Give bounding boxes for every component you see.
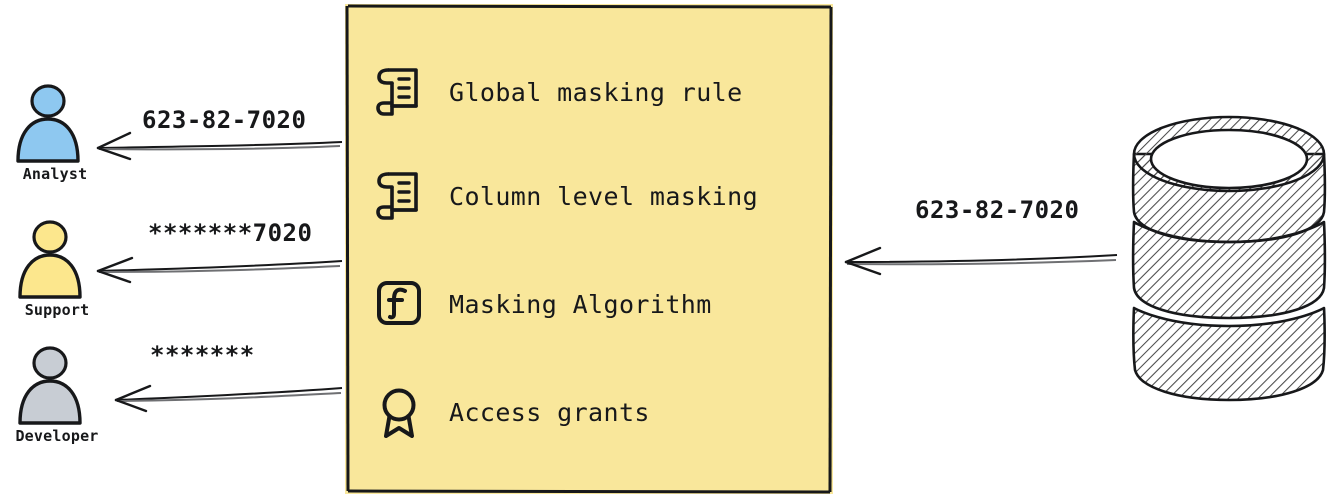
arrow-label-to-developer: ******* (150, 341, 255, 369)
arrow-to-support (96, 256, 343, 284)
arrow-from-database (844, 246, 1118, 276)
arrow-label-to-analyst: 623-82-7020 (142, 106, 307, 134)
policy-panel: Global masking rule Column level masking (345, 4, 833, 494)
award-icon (382, 388, 416, 438)
user-icon (18, 220, 82, 299)
policy-item-global-masking-rule[interactable]: Global masking rule (375, 62, 743, 122)
scroll-icon (376, 68, 418, 116)
actor-label: Support (24, 301, 90, 319)
actor-label: Analyst (22, 165, 88, 183)
actor-support[interactable]: Support (2, 218, 112, 319)
policy-item-label: Column level masking (449, 181, 759, 211)
database-icon (1131, 115, 1327, 402)
function-icon (377, 281, 421, 325)
actor-analyst[interactable]: Analyst (0, 82, 110, 183)
policy-item-label: Global masking rule (449, 77, 743, 107)
arrow-label-to-support: *******7020 (148, 219, 313, 247)
arrow-to-analyst (96, 131, 343, 161)
actor-label: Developer (15, 427, 99, 445)
policy-item-column-level-masking[interactable]: Column level masking (375, 166, 758, 226)
scroll-icon (376, 172, 418, 220)
policy-item-masking-algorithm[interactable]: Masking Algorithm (375, 274, 712, 334)
policy-item-label: Access grants (449, 397, 650, 427)
user-icon (16, 84, 80, 163)
policy-item-access-grants[interactable]: Access grants (375, 382, 650, 442)
database-cylinder[interactable] (1118, 112, 1340, 402)
policy-item-label: Masking Algorithm (449, 289, 712, 319)
actor-developer[interactable]: Developer (2, 344, 112, 445)
arrow-to-developer (114, 384, 343, 413)
user-icon (18, 346, 82, 425)
arrow-label-from-database: 623-82-7020 (915, 196, 1080, 224)
